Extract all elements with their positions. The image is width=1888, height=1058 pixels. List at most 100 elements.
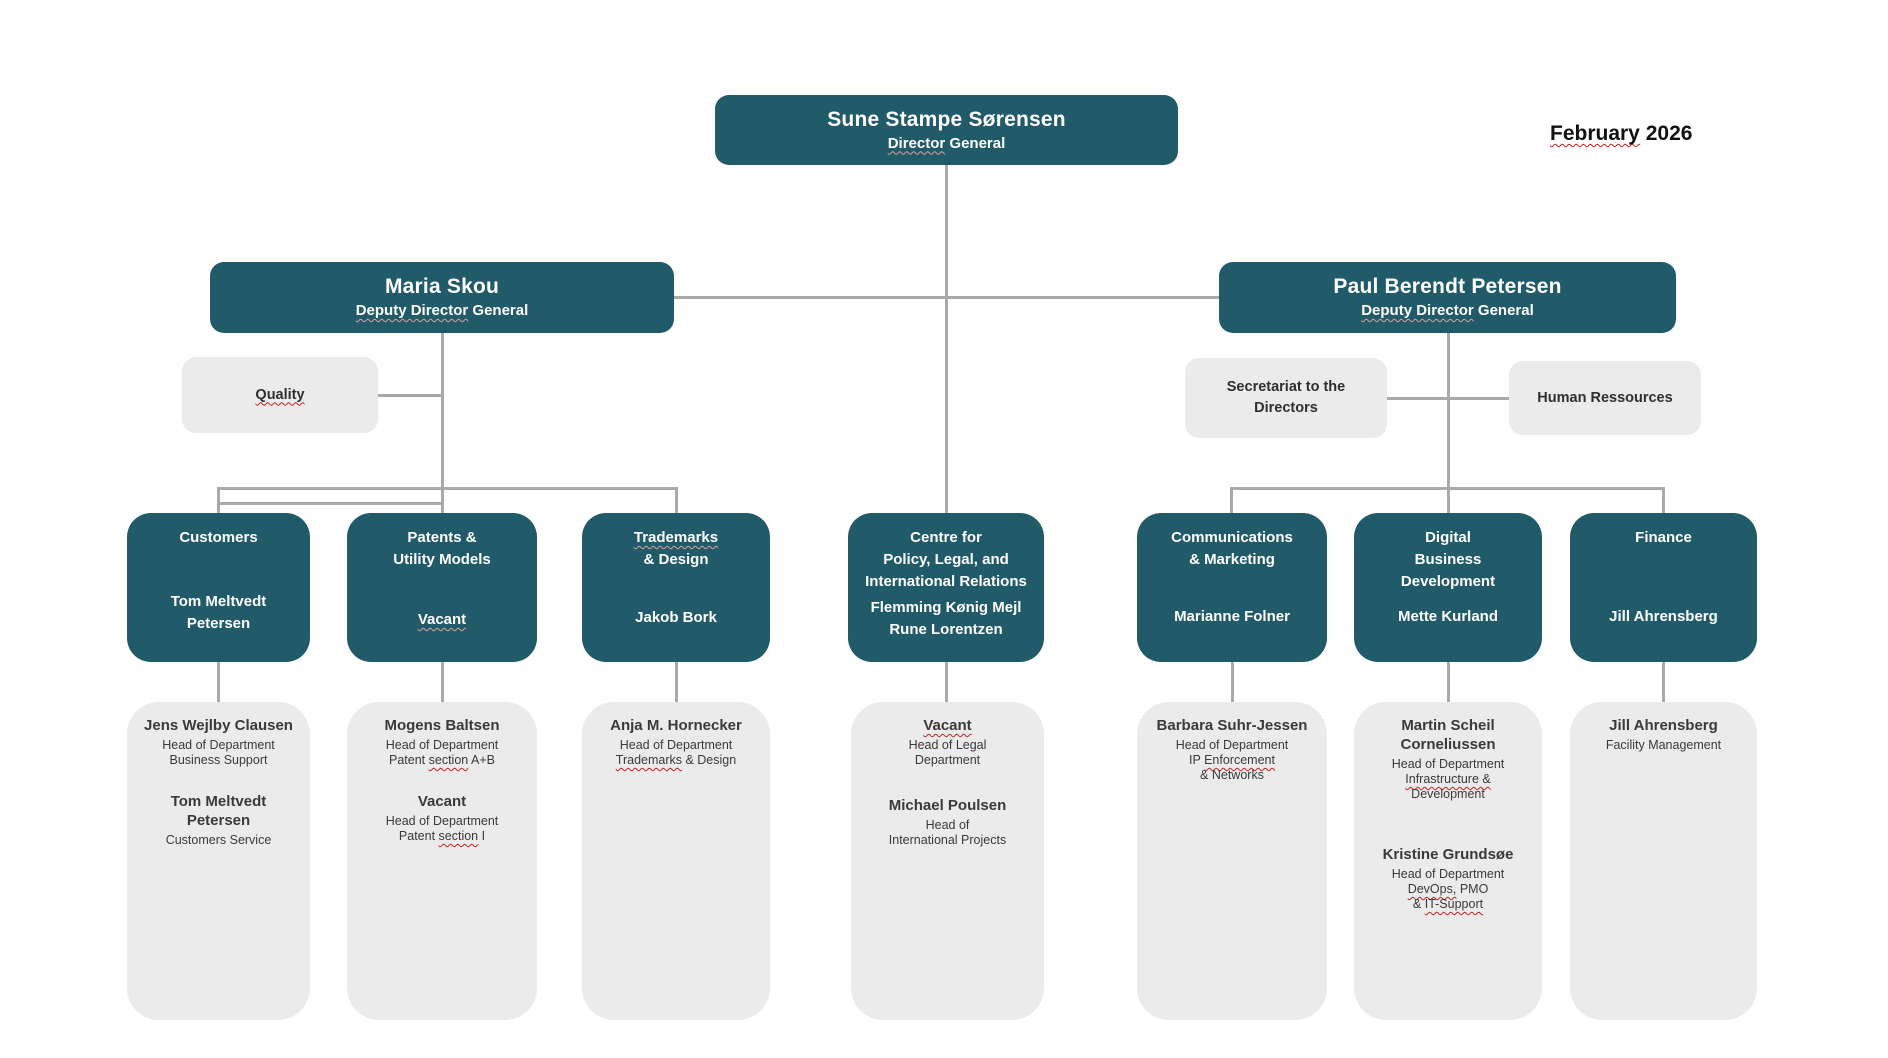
connector-line <box>441 662 444 702</box>
staff-person-name: Barbara Suhr-Jessen <box>1143 716 1321 735</box>
connector-line <box>1447 662 1450 702</box>
staff-detail-line: Department <box>914 753 981 767</box>
dept-head-line: Marianne Folner <box>1174 608 1290 625</box>
person-role: Deputy Director General <box>355 302 529 319</box>
dept-head-name: Mette Kurland <box>1358 606 1538 628</box>
staff-name-line: Jens Wejlby Clausen <box>144 717 293 734</box>
staff-detail-line: Head of <box>925 818 970 832</box>
staff-detail-line: Head of Department <box>385 738 499 752</box>
staff-detail-line: International Projects <box>888 833 1007 847</box>
dept-head-name: Vacant <box>351 609 533 631</box>
dept-title-line: Policy, Legal, and <box>883 551 1009 568</box>
connector-line <box>945 165 948 513</box>
misspelling-underline: Vacant <box>417 611 467 628</box>
connector-line <box>1662 487 1665 513</box>
staff-detail-line: Head of Legal <box>908 738 987 752</box>
staff-person-name: Jens Wejlby Clausen <box>133 716 304 735</box>
staff-person-name: Mogens Baltsen <box>353 716 531 735</box>
dept-title-line: Business <box>1414 551 1482 568</box>
staff-person-name: Vacant <box>857 716 1038 735</box>
staff-name-line: Vacant <box>857 716 1038 735</box>
staff-detail-line: Head of Department <box>619 738 733 752</box>
dept-title-line: Finance <box>1635 529 1692 546</box>
dept-title: Communications & Marketing <box>1141 527 1323 571</box>
staff-detail-line: Head of Department <box>1391 867 1505 881</box>
connector-line <box>675 662 678 702</box>
staff-name-line: Tom Meltvedt <box>170 793 267 810</box>
staff-detail-line: DevOps, PMO <box>1407 882 1489 896</box>
person-name: Maria Skou <box>384 275 500 298</box>
dept-title-line: Customers <box>179 529 258 546</box>
staff-name-line: Corneliussen <box>1400 736 1496 753</box>
dept-head-name: Jakob Bork <box>586 607 766 629</box>
staff-detail-line: Business Support <box>169 753 268 767</box>
dept-title-line: & Marketing <box>1189 551 1275 568</box>
connector-line <box>378 394 443 397</box>
staff-name-line: Barbara Suhr-Jessen <box>1156 717 1308 734</box>
staff-detail-line: Infrastructure & <box>1360 772 1536 787</box>
connector-line <box>1447 333 1450 513</box>
connector-line <box>1387 397 1509 400</box>
unit-box-quality: Quality <box>182 357 378 433</box>
staff-detail-line: & Networks <box>1200 768 1264 782</box>
dept-title-line: Centre for <box>910 529 982 546</box>
staff-name-line: Jill Ahrensberg <box>1609 717 1718 734</box>
dept-head-name: Marianne Folner <box>1141 606 1323 628</box>
staff-person-name: Jill Ahrensberg <box>1576 716 1751 735</box>
unit-label-line: Quality <box>182 385 378 406</box>
staff-detail-line: Customers Service <box>165 833 272 847</box>
misspelling-underline: Quality <box>255 386 305 403</box>
connector-line <box>217 487 677 490</box>
unit-label: Quality <box>182 385 378 406</box>
connector-line <box>945 662 948 702</box>
dept-head-line: Jill Ahrensberg <box>1609 608 1718 625</box>
staff-detail-line: Trademarks & Design <box>615 753 737 767</box>
dept-title-line: Development <box>1400 573 1496 590</box>
dept-head-line: Rune Lorentzen <box>889 621 1003 638</box>
unit-label-line: Secretariat to the <box>1226 379 1346 395</box>
staff-person-details: Customers Service <box>133 833 304 848</box>
staff-detail-line: Head of Department <box>1175 738 1289 752</box>
misspelling-underline: Deputy Director <box>355 302 469 319</box>
staff-person-name: Michael Poulsen <box>857 796 1038 815</box>
dept-title: Customers <box>131 527 306 549</box>
misspelling-underline: Trademarks <box>615 753 682 767</box>
staff-name-line: Mogens Baltsen <box>384 717 500 734</box>
dept-title-line: International Relations <box>865 573 1027 590</box>
misspelling-underline: Director <box>887 134 946 152</box>
dept-title: Finance <box>1574 527 1753 549</box>
staff-detail-line: Facility Management <box>1605 738 1722 752</box>
dept-title-line: Utility Models <box>393 551 491 568</box>
staff-detail-line: Head of Department <box>385 814 499 828</box>
dept-head-line: Vacant <box>351 609 533 631</box>
staff-name-line: Vacant <box>417 793 467 810</box>
connector-line <box>1662 662 1665 702</box>
dept-title-line: Trademarks <box>586 527 766 549</box>
staff-detail-line: IP Enforcement <box>1189 753 1275 767</box>
staff-detail-line: Development <box>1411 787 1485 801</box>
dept-title-line: Communications <box>1171 529 1293 546</box>
